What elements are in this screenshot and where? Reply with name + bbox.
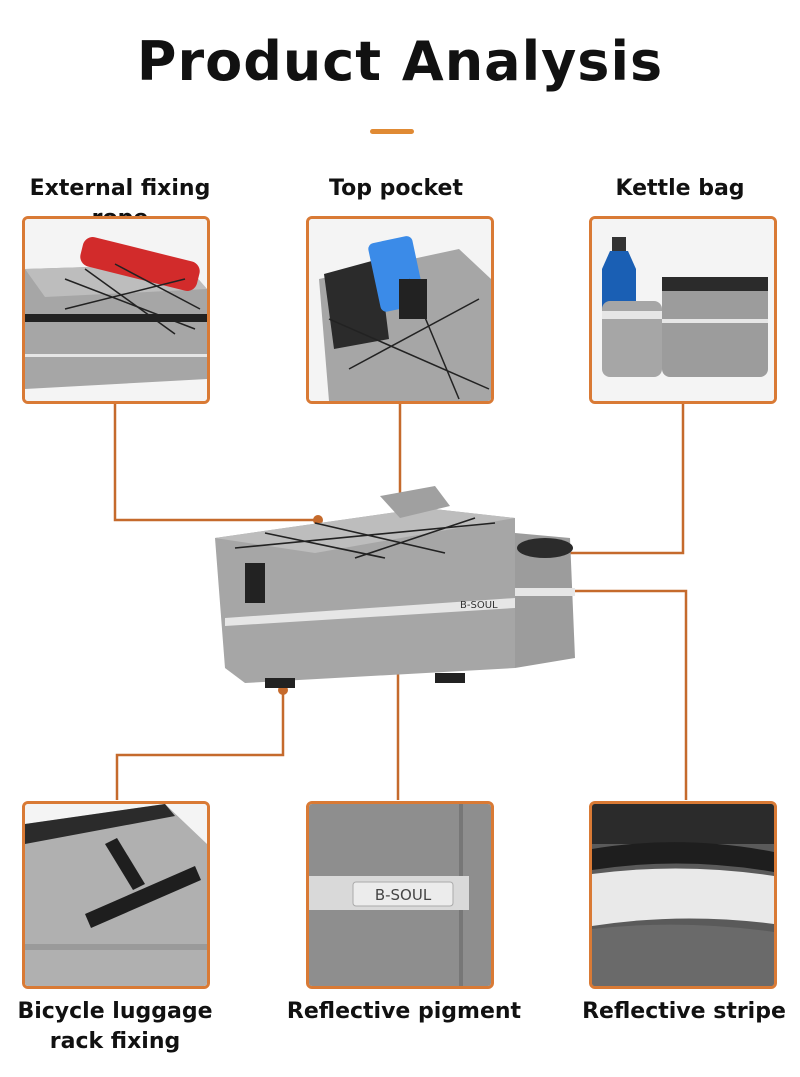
connector-rack-fixing bbox=[115, 690, 285, 800]
page-title: Product Analysis bbox=[136, 30, 664, 93]
photo-reflective-pigment: B-SOUL bbox=[306, 801, 494, 989]
pigment-brand-label: B-SOUL bbox=[375, 886, 432, 904]
label-top-pocket: Top pocket bbox=[329, 176, 463, 201]
label-reflective-stripe: Reflective stripe bbox=[582, 999, 786, 1024]
photo-rack-fixing bbox=[22, 801, 210, 989]
label-rack-fixing-line1: Bicycle luggage bbox=[17, 999, 213, 1024]
title-accent-bar bbox=[370, 129, 414, 134]
product-main-image: B-SOUL bbox=[205, 478, 585, 698]
label-rack-fixing-line2: rack fixing bbox=[49, 1029, 181, 1054]
label-kettle-bag: Kettle bag bbox=[615, 176, 745, 201]
photo-reflective-stripe bbox=[589, 801, 777, 989]
photo-top-pocket bbox=[306, 216, 494, 404]
photo-external-fixing-rope bbox=[22, 216, 210, 404]
main-brand-label: B-SOUL bbox=[460, 600, 498, 611]
label-rack-fixing: Bicycle luggage rack fixing bbox=[0, 997, 230, 1057]
label-reflective-pigment: Reflective pigment bbox=[286, 999, 522, 1024]
photo-kettle-bag bbox=[589, 216, 777, 404]
